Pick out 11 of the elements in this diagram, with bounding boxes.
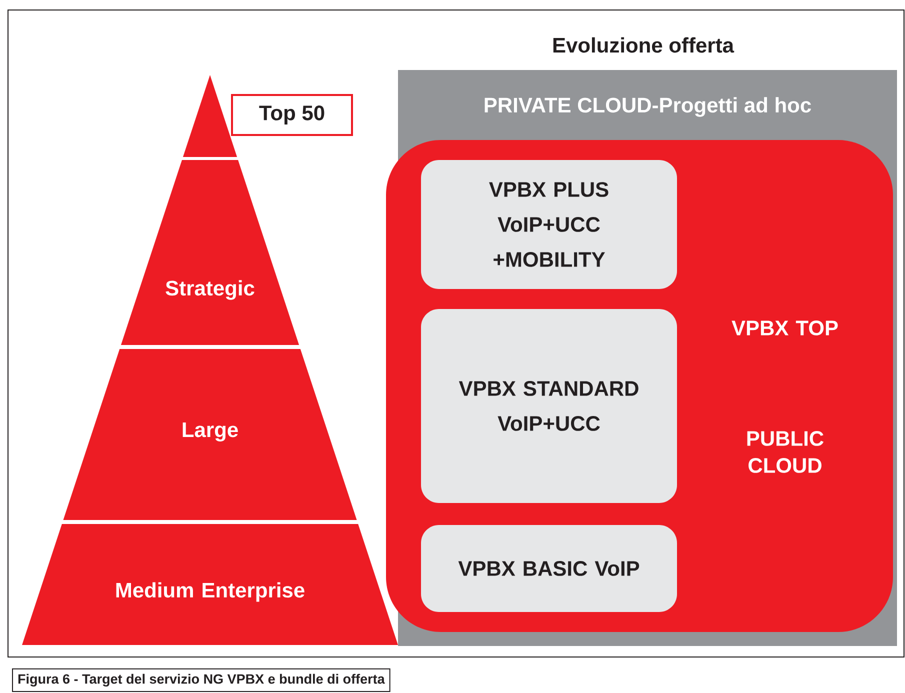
- offer-box: VPBX STANDARD VoIP+UCC: [421, 309, 677, 503]
- pyramid-tier: Strategic: [120, 160, 300, 345]
- title: Evoluzione offerta: [553, 37, 734, 53]
- pyramid-tier: Medium Enterprise: [22, 524, 398, 645]
- pyramid-tier: [182, 75, 238, 157]
- node-label: Medium Enterprise: [116, 582, 304, 602]
- offer-box: VPBX PLUS VoIP+UCC +MOBILITY: [421, 160, 677, 289]
- caption: Figura 6 - Target del servizio NG VPBX e bundle di offerta: [12, 668, 390, 692]
- pyramid-tier: Large: [63, 349, 357, 520]
- offer-box: VPBX BASIC VoIP: [421, 525, 677, 612]
- label-box: Top 50: [231, 94, 353, 136]
